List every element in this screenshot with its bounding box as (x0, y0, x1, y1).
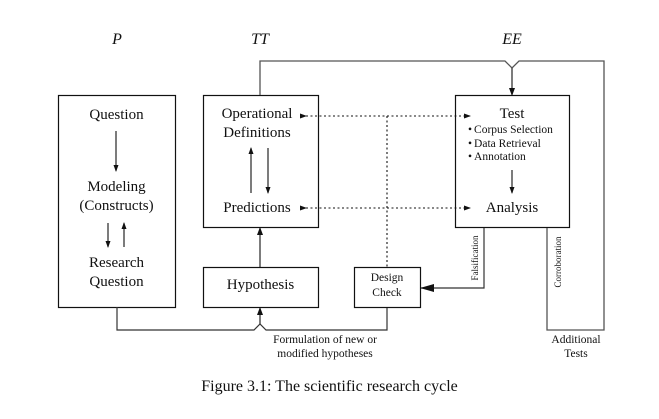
label-tests: Tests (564, 348, 588, 360)
test-bullet-list: Corpus Selection Data Retrieval Annotati… (468, 124, 553, 165)
bullet-corpus-selection: Corpus Selection (468, 124, 553, 138)
label-test: Test (499, 106, 525, 122)
loop-tt-to-test (259, 60, 605, 331)
label-predictions: Predictions (223, 200, 291, 216)
label-constructs: (Constructs) (79, 198, 154, 214)
loop-bottom (116, 307, 388, 331)
label-definitions: Definitions (223, 125, 291, 141)
label-modeling: Modeling (87, 179, 146, 195)
header-ee: EE (502, 31, 522, 48)
label-additional: Additional (551, 334, 601, 346)
header-p: P (112, 31, 122, 48)
label-corroboration: Corroboration (553, 236, 563, 288)
label-falsification: Falsification (470, 235, 480, 281)
falsification-line (420, 228, 485, 292)
label-operational: Operational (221, 106, 293, 122)
label-formulation-2: modified hypotheses (277, 348, 373, 360)
label-formulation-1: Formulation of new or (273, 334, 377, 346)
header-tt: TT (251, 31, 269, 48)
label-check: Check (372, 287, 402, 299)
bullet-data-retrieval: Data Retrieval (468, 138, 553, 152)
label-research-question: Question (89, 274, 144, 290)
figure-caption: Figure 3.1: The scientific research cycl… (201, 378, 458, 395)
label-question: Question (89, 107, 144, 123)
bullet-annotation: Annotation (468, 151, 553, 165)
label-hypothesis: Hypothesis (226, 277, 295, 293)
label-design: Design (370, 272, 404, 284)
label-research: Research (89, 255, 144, 271)
label-analysis: Analysis (485, 200, 539, 216)
